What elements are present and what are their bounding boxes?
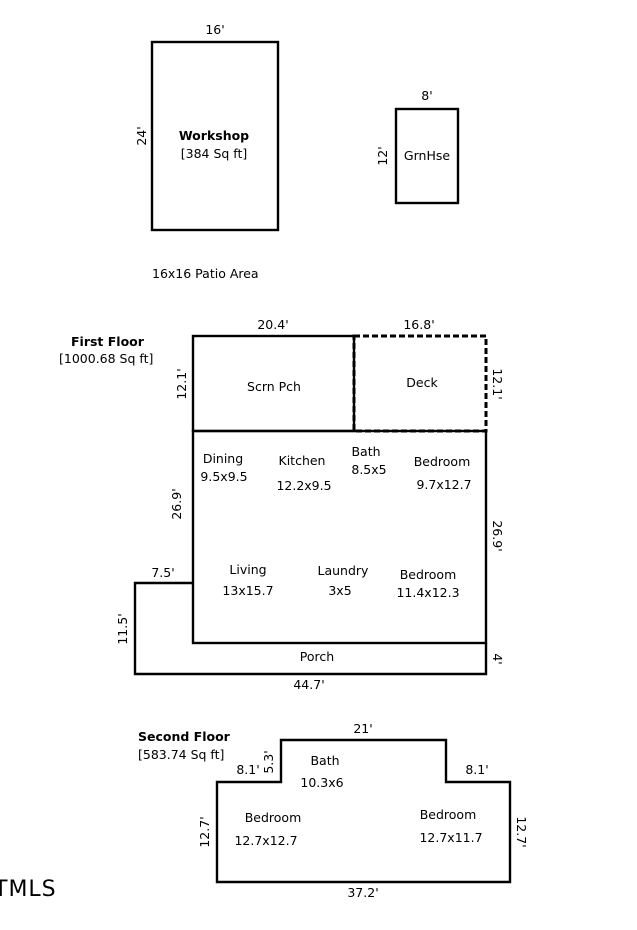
porch-outline bbox=[133, 581, 488, 676]
dim-porch-side: 11.5' bbox=[115, 613, 130, 644]
workshop-outline bbox=[150, 40, 280, 232]
room-laundry-size: 3x5 bbox=[328, 583, 351, 598]
room-dining-name: Dining bbox=[203, 451, 243, 466]
room-bath-size: 8.5x5 bbox=[351, 462, 386, 477]
room-living-name: Living bbox=[229, 562, 266, 577]
dim-bottom: 44.7' bbox=[293, 677, 324, 692]
room-bedroom2-name: Bedroom bbox=[420, 807, 477, 822]
room-laundry-name: Laundry bbox=[318, 563, 370, 578]
greenhouse-width: 8' bbox=[421, 88, 432, 103]
dim-step-left: 8.1' bbox=[236, 762, 259, 777]
room-bedroom2-size: 11.4x12.3 bbox=[396, 585, 459, 600]
workshop-length: 24' bbox=[134, 126, 149, 145]
dim-left-main: 26.9' bbox=[169, 488, 184, 519]
room-deck: Deck bbox=[406, 375, 438, 390]
workshop-name: Workshop bbox=[179, 128, 249, 143]
dim-porch-depth: 4' bbox=[490, 653, 505, 664]
room-bedroom2-name: Bedroom bbox=[400, 567, 457, 582]
greenhouse-name: GrnHse bbox=[404, 148, 450, 163]
room-bedroom2-size: 12.7x11.7 bbox=[419, 830, 482, 845]
greenhouse-outline bbox=[394, 107, 460, 205]
room-dining-size: 9.5x9.5 bbox=[200, 469, 247, 484]
room-bedroom1-name: Bedroom bbox=[414, 454, 471, 469]
workshop-area: [384 Sq ft] bbox=[181, 146, 248, 161]
room-bedroom1-size: 12.7x12.7 bbox=[234, 833, 297, 848]
second-floor-area: [583.74 Sq ft] bbox=[138, 747, 224, 762]
workshop: 16' 24' Workshop [384 Sq ft] bbox=[134, 22, 280, 232]
second-floor: Second Floor [583.74 Sq ft] 21' 8.1' 5.3… bbox=[138, 721, 529, 900]
room-living-size: 13x15.7 bbox=[222, 583, 273, 598]
second-floor-title: Second Floor bbox=[138, 729, 231, 744]
workshop-width: 16' bbox=[205, 22, 224, 37]
dim-step-height: 5.3' bbox=[261, 750, 276, 773]
room-bath-name: Bath bbox=[310, 753, 339, 768]
dim-left-upper: 12.1' bbox=[174, 368, 189, 399]
dim-bottom: 37.2' bbox=[347, 885, 378, 900]
room-kitchen-size: 12.2x9.5 bbox=[276, 478, 331, 493]
first-floor-area: [1000.68 Sq ft] bbox=[59, 351, 153, 366]
room-porch: Porch bbox=[300, 649, 334, 664]
dim-step-right: 8.1' bbox=[465, 762, 488, 777]
greenhouse: 8' 12' GrnHse bbox=[375, 88, 460, 205]
tmls-logo: TMLS bbox=[0, 877, 57, 902]
dim-top-left: 20.4' bbox=[257, 317, 288, 332]
dim-porch-ext: 7.5' bbox=[151, 565, 174, 580]
room-bath-size: 10.3x6 bbox=[300, 775, 343, 790]
dim-top: 21' bbox=[353, 721, 372, 736]
greenhouse-length: 12' bbox=[375, 146, 390, 165]
room-kitchen-name: Kitchen bbox=[279, 453, 326, 468]
dim-left: 12.7' bbox=[197, 816, 212, 847]
room-screened-porch: Scrn Pch bbox=[247, 379, 301, 394]
main-house-outline bbox=[191, 429, 488, 645]
dim-right: 12.7' bbox=[514, 816, 529, 847]
room-bedroom1-size: 9.7x12.7 bbox=[416, 477, 471, 492]
room-bedroom1-name: Bedroom bbox=[245, 810, 302, 825]
first-floor: First Floor [1000.68 Sq ft] 20.4' 16.8' … bbox=[59, 317, 505, 692]
room-bath-name: Bath bbox=[351, 444, 380, 459]
patio-label: 16x16 Patio Area bbox=[152, 266, 259, 281]
dim-right-main: 26.9' bbox=[490, 520, 505, 551]
dim-top-right: 16.8' bbox=[403, 317, 434, 332]
first-floor-title: First Floor bbox=[71, 334, 145, 349]
dim-right-upper: 12.1' bbox=[490, 368, 505, 399]
second-floor-outline bbox=[215, 738, 512, 884]
